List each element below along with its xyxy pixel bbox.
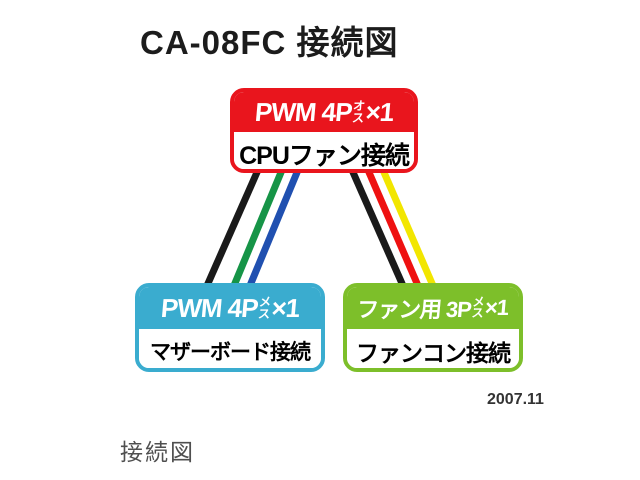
date-label: 2007.11 (487, 391, 544, 408)
wire-right-black (348, 168, 408, 290)
connector-gender-bottom: ス (471, 306, 485, 320)
connector-gender-bottom: ス (351, 110, 365, 124)
badge-motherboard-body: マザーボード接続 (139, 333, 321, 368)
badge-motherboard: PWM 4P メ ス ×1 マザーボード接続 (135, 283, 325, 372)
connector-label: PWM 4P メ ス ×1 (160, 293, 301, 324)
connector-gender-stack: オ ス (351, 99, 365, 124)
wire-left-green (229, 168, 286, 290)
connector-type: PWM 4P (159, 292, 259, 323)
wire-right-red (364, 168, 423, 290)
connector-label: ファン用 3P メ ス ×1 (356, 292, 510, 324)
connector-count: ×1 (484, 295, 510, 320)
badge-fan-controller-body: ファンコン接続 (347, 333, 519, 368)
connector-count: ×1 (270, 292, 301, 323)
badge-cpu-fan: PWM 4P オ ス ×1 CPUファン接続 (230, 88, 418, 173)
connector-gender-stack: メ ス (257, 295, 271, 320)
wire-left-blue (245, 168, 302, 290)
badge-cpu-fan-header: PWM 4P オ ス ×1 (234, 92, 414, 136)
connector-gender-bottom: ス (257, 306, 271, 320)
connector-count: ×1 (364, 96, 395, 127)
page-title: CA-08FC 接続図 (140, 24, 399, 61)
caption: 接続図 (120, 439, 195, 465)
badge-fan-controller-header: ファン用 3P メ ス ×1 (347, 287, 519, 333)
badge-cpu-fan-body: CPUファン接続 (234, 136, 414, 169)
badge-fan-controller: ファン用 3P メ ス ×1 ファンコン接続 (343, 283, 523, 372)
wire-left-black (202, 168, 262, 290)
connector-type: PWM 4P (253, 96, 353, 127)
connector-label: PWM 4P オ ス ×1 (254, 97, 395, 128)
wire-right-yellow (379, 168, 438, 290)
connector-type: ファン用 3P (356, 297, 473, 322)
badge-motherboard-header: PWM 4P メ ス ×1 (139, 287, 321, 333)
